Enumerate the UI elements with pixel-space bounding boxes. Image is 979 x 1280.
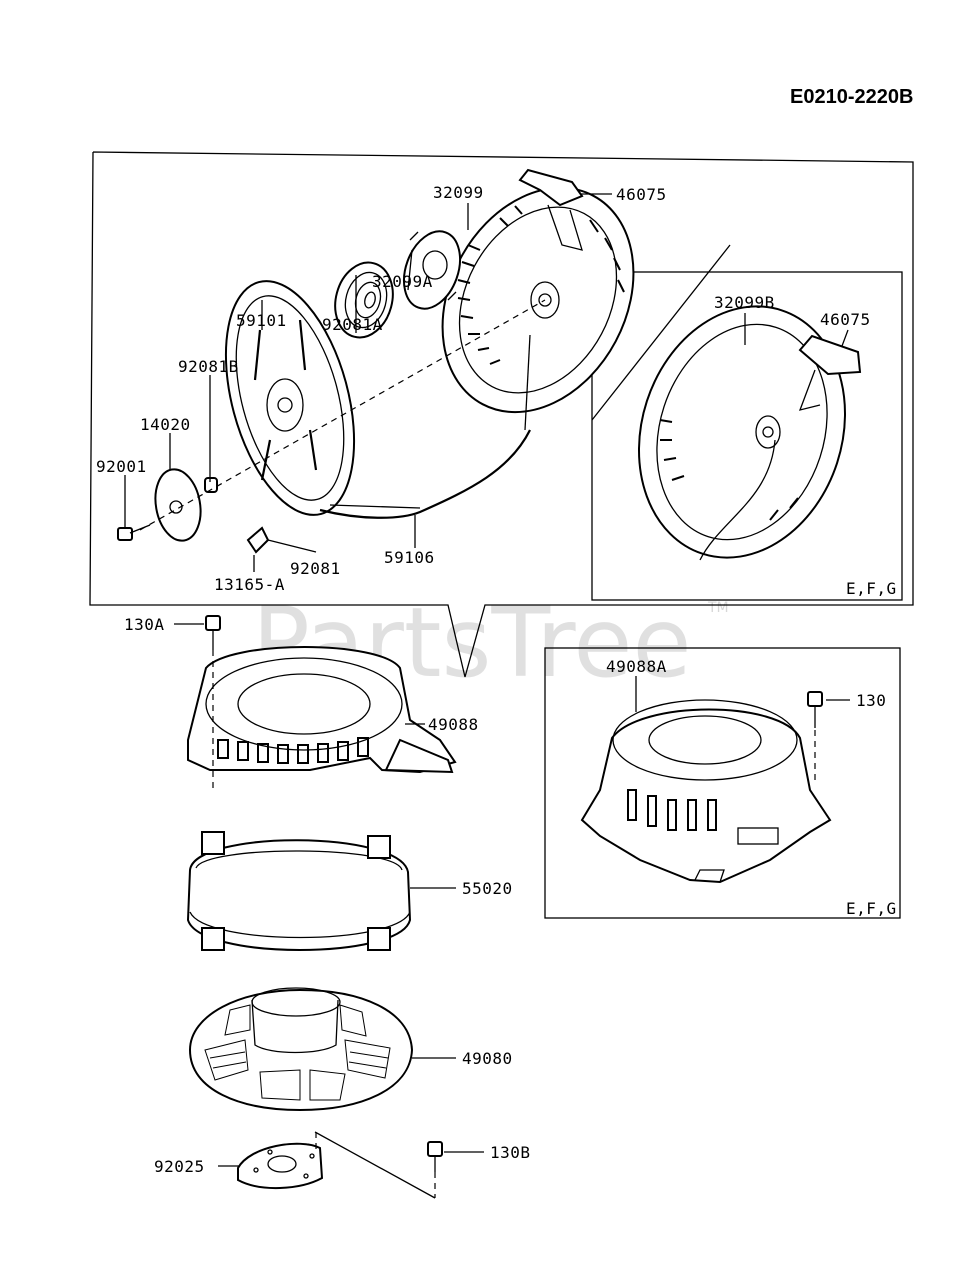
label-130B: 130B [490, 1143, 531, 1162]
label-92001: 92001 [96, 457, 147, 476]
inset-leader [591, 244, 731, 421]
label-32099A: 32099A [372, 272, 433, 291]
label-59101: 59101 [236, 311, 287, 330]
label-46075-top: 46075 [616, 185, 667, 204]
leaders-upper [124, 193, 612, 572]
label-92081B: 92081B [178, 357, 239, 376]
part-59106-rope [319, 429, 531, 519]
label-130A: 130A [124, 615, 165, 634]
label-14020: 14020 [140, 415, 191, 434]
label-49080: 49080 [462, 1049, 513, 1068]
label-32099: 32099 [433, 183, 484, 202]
leader-46075-inset [841, 329, 849, 347]
label-32099B: 32099B [714, 293, 775, 312]
part-49088A-cover-variant [580, 699, 832, 884]
label-59106: 59106 [384, 548, 435, 567]
part-92081A-spring [334, 261, 394, 339]
part-32099-recoil-case [441, 168, 635, 431]
part-14020-ratchet [154, 468, 202, 542]
part-130A-bolt [205, 615, 221, 790]
part-59101-reel [224, 280, 356, 516]
part-130-bolt [807, 691, 823, 780]
label-13165-A: 13165-A [214, 575, 285, 594]
part-130B-bolt [427, 1141, 443, 1198]
inset-frame-top [591, 271, 903, 601]
label-49088: 49088 [428, 715, 479, 734]
diagram-code: E0210-2220B [790, 86, 913, 108]
part-49080-screen [188, 987, 414, 1112]
label-130: 130 [856, 691, 886, 710]
label-92081A: 92081A [322, 315, 383, 334]
leader-assembly-92025 [314, 1131, 436, 1199]
part-92025-plate [237, 1142, 324, 1189]
main-frame [89, 151, 914, 678]
part-55020-ring [186, 831, 412, 951]
assembly-axis [139, 299, 546, 531]
part-92081B-small-spring [204, 477, 218, 493]
part-92001-bolt [117, 524, 151, 541]
label-46075-inset: 46075 [820, 310, 871, 329]
part-32099A-plate [402, 230, 462, 310]
part-32099B-recoil-case-variant [637, 305, 862, 561]
label-92081: 92081 [290, 559, 341, 578]
part-49088-cover [187, 646, 457, 774]
label-49088A: 49088A [606, 657, 667, 676]
variant-note-bottom: E,F,G [846, 899, 897, 918]
inset-frame-bottom [544, 647, 901, 919]
variant-note-top: E,F,G [846, 579, 897, 598]
label-92025: 92025 [154, 1157, 205, 1176]
part-92081-clip [246, 526, 270, 554]
label-55020: 55020 [462, 879, 513, 898]
watermark-tm: TM [707, 600, 729, 616]
